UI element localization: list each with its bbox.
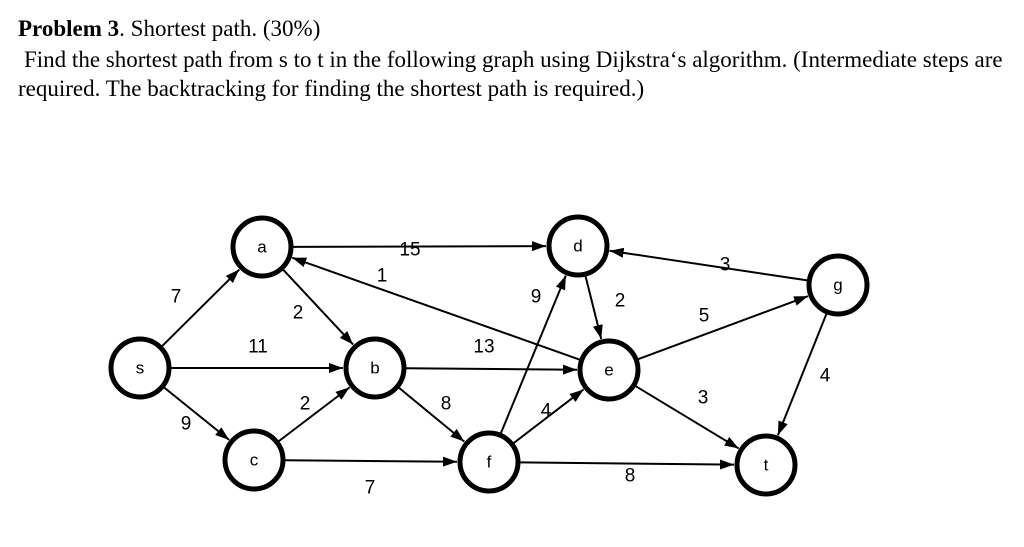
edge-arrow-e-t (635, 385, 740, 450)
edge-weight-e-g: 5 (699, 306, 710, 327)
edge-arrow-e-g (637, 295, 809, 361)
node-circle-e (577, 338, 641, 402)
node-circle-b (343, 336, 407, 400)
edge-b-e (405, 364, 578, 375)
edge-f-d (499, 275, 567, 434)
edge-weight-s-a: 7 (171, 287, 182, 308)
edge-c-b (278, 386, 351, 443)
edge-arrow-f-t (519, 459, 735, 470)
edge-arrow-a-b (282, 268, 354, 346)
edge-arrow-g-d (609, 247, 808, 282)
edge-g-d (609, 247, 808, 282)
edge-arrow-s-a (161, 268, 240, 347)
problem-title-bold: Problem 3 (18, 16, 120, 41)
edge-weight-e-t: 3 (698, 388, 709, 409)
node-circle-c (222, 428, 286, 492)
node-f: f (457, 430, 521, 494)
node-d: d (546, 214, 610, 278)
edge-a-b (282, 268, 354, 346)
edges-layer (161, 241, 828, 470)
edge-weight-c-b: 2 (300, 394, 311, 415)
edge-arrow-d-e (584, 275, 603, 340)
node-label-e: e (604, 361, 613, 380)
node-label-a: a (257, 238, 267, 257)
problem-title-rest: . Shortest path. (30%) (119, 16, 321, 41)
edge-a-d (292, 241, 547, 252)
edge-b-f (398, 386, 465, 443)
node-s: s (108, 336, 172, 400)
edge-arrow-s-c (163, 386, 230, 441)
edge-arrow-c-b (278, 386, 351, 443)
node-circle-t (734, 433, 798, 497)
edge-weight-d-e: 2 (615, 291, 626, 312)
node-b: b (343, 336, 407, 400)
node-label-f: f (487, 453, 492, 472)
edge-weight-a-b: 2 (293, 303, 304, 324)
edge-e-g (637, 295, 809, 361)
edge-weight-b-f: 8 (441, 394, 452, 415)
edge-d-e (584, 275, 603, 340)
edge-arrow-e-a (291, 256, 581, 361)
problem-title: Problem 3. Shortest path. (30%) (18, 14, 1008, 43)
edge-weight-s-c: 9 (181, 414, 192, 435)
edge-weight-f-t: 8 (625, 466, 636, 487)
node-g: g (806, 253, 870, 317)
node-circle-f (457, 430, 521, 494)
nodes-layer: s a b c d e f g t (108, 214, 870, 497)
edge-weight-b-e: 13 (473, 337, 494, 358)
node-circle-s (108, 336, 172, 400)
edge-s-a (161, 268, 240, 347)
node-circle-d (546, 214, 610, 278)
edge-g-t (776, 313, 828, 436)
problem-statement: Problem 3. Shortest path. (30%) Find the… (18, 14, 1008, 103)
node-label-d: d (573, 237, 582, 256)
edge-weight-s-b: 11 (248, 337, 268, 358)
problem-description: Find the shortest path from s to t in th… (18, 47, 1003, 101)
edge-c-f (284, 456, 458, 467)
edge-f-e (512, 388, 585, 444)
edge-arrow-f-e (512, 388, 585, 444)
edge-arrow-c-f (284, 456, 458, 467)
node-circle-g (806, 253, 870, 317)
node-c: c (222, 428, 286, 492)
node-label-b: b (370, 359, 379, 378)
edge-e-t (635, 385, 740, 450)
edge-weight-c-f: 7 (365, 478, 376, 499)
node-a: a (230, 215, 294, 279)
edge-weight-f-e: 4 (541, 401, 552, 422)
edge-e-a (291, 256, 581, 361)
node-label-s: s (136, 359, 145, 378)
node-circle-a (230, 215, 294, 279)
edge-arrow-b-e (405, 364, 578, 375)
edge-weight-g-d: 3 (720, 255, 731, 276)
node-label-g: g (833, 276, 842, 295)
edge-weight-a-d: 15 (399, 240, 420, 261)
weights-layer: 7 11 9 2 15 2 7 13 8 1 9 4 8 2 5 3 3 4 (171, 240, 831, 499)
edge-arrow-f-d (499, 275, 567, 434)
edge-f-t (519, 459, 735, 470)
node-label-t: t (764, 456, 769, 475)
node-label-c: c (250, 451, 259, 470)
node-e: e (577, 338, 641, 402)
node-t: t (734, 433, 798, 497)
edge-arrow-a-d (292, 241, 547, 252)
edge-weight-e-a: 1 (377, 266, 388, 287)
edge-arrow-b-f (398, 386, 465, 443)
edge-weight-g-t: 4 (820, 366, 831, 387)
edge-s-c (163, 386, 230, 441)
edge-arrow-g-t (776, 313, 828, 436)
edge-weight-f-d: 9 (531, 287, 542, 308)
